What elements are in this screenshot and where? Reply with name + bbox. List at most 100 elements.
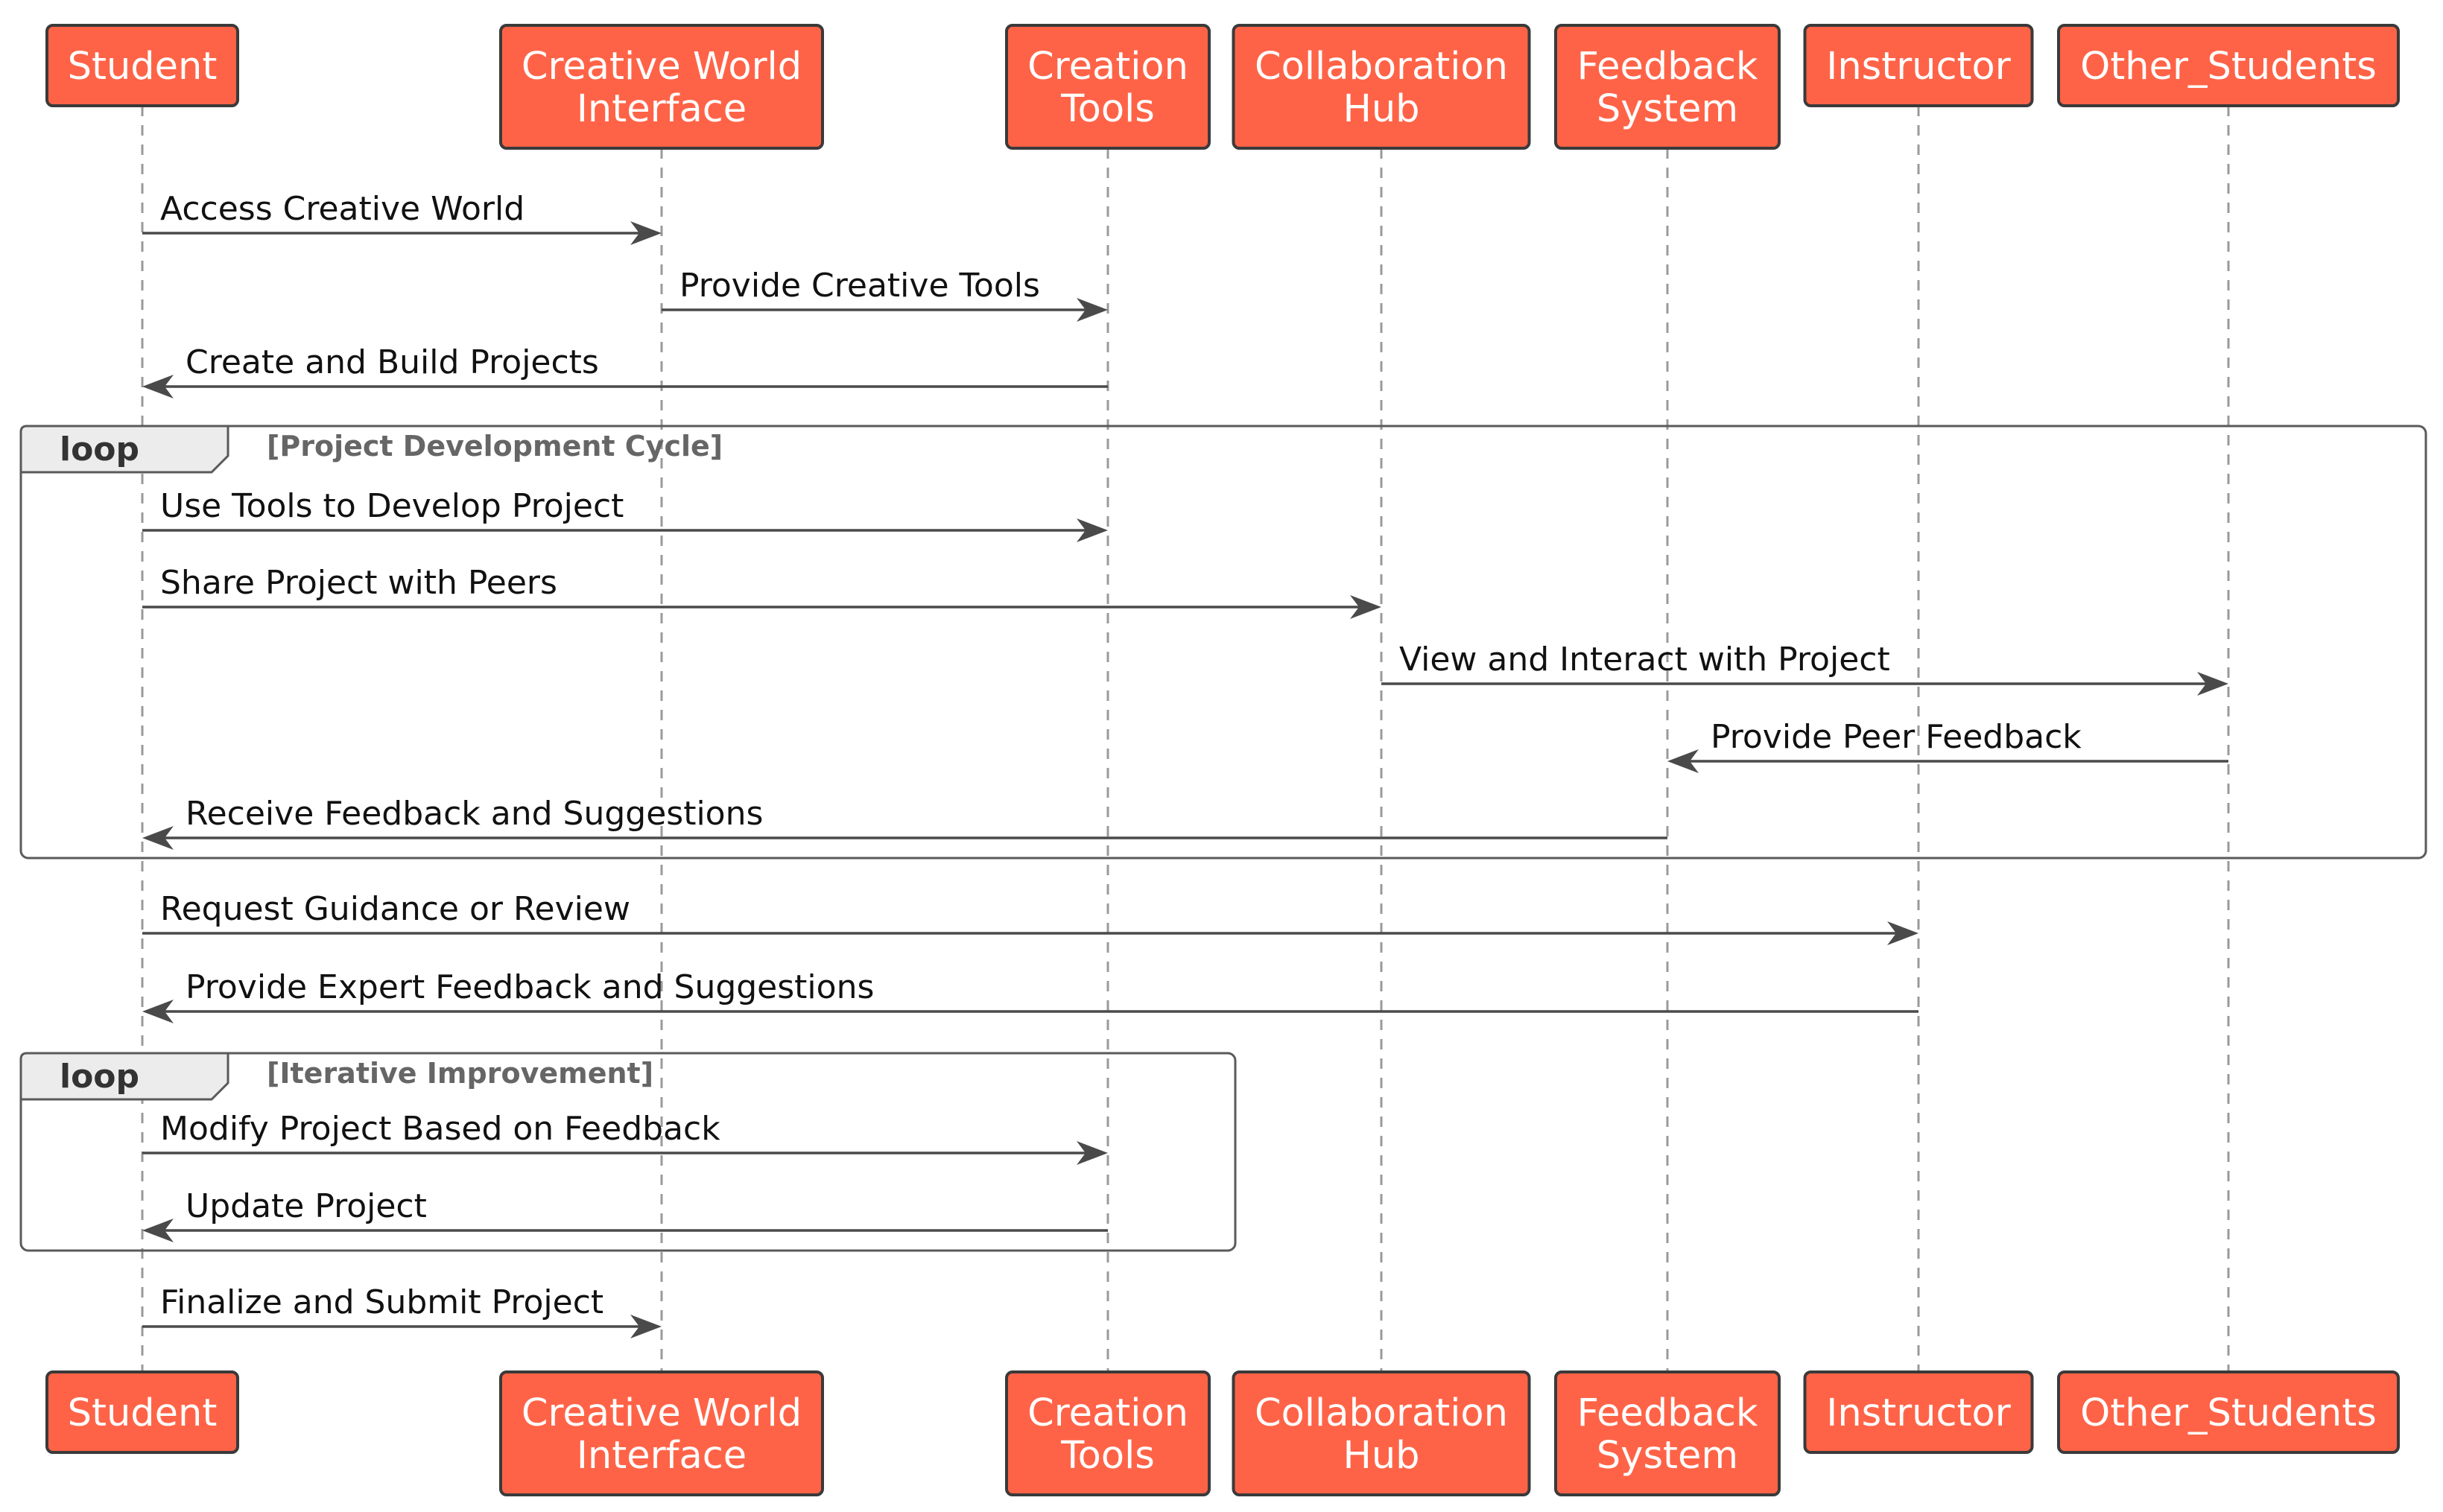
loop-keyword: loop: [60, 431, 139, 468]
participant-label: Interface: [577, 1434, 747, 1478]
participant-label: Hub: [1343, 87, 1419, 131]
loop-tab: [19, 425, 229, 474]
message-arrow: Modify Project Based on Feedback: [142, 1110, 1108, 1165]
lifelines: [141, 106, 2230, 1372]
participant-box: [1232, 24, 1531, 150]
participant-label: Creative World: [522, 1391, 802, 1435]
loop-border: [19, 425, 2427, 860]
participant-label: System: [1597, 1434, 1738, 1478]
participant-label: Student: [68, 45, 218, 89]
loop-frames: loop [Project Development Cycle] loop [Iter…: [19, 425, 2427, 1252]
participant-box: [1803, 24, 2034, 107]
participant-instructor-bottom: Instructor: [1803, 1370, 2034, 1454]
arrowhead: [1077, 518, 1108, 542]
loop-keyword: loop: [60, 1058, 139, 1096]
arrowhead: [1887, 921, 1918, 945]
message-arrow: View and Interact with Project: [1381, 641, 2228, 696]
participant-box: [1554, 1370, 1781, 1496]
participant-label: Collaboration: [1255, 1391, 1508, 1435]
message-arrow: Use Tools to Develop Project: [142, 487, 1108, 542]
arrowhead: [142, 375, 174, 398]
arrowhead: [1350, 595, 1381, 619]
participant-student-top: Student: [45, 24, 239, 107]
message-arrow: Share Project with Peers: [142, 564, 1381, 619]
participant-box: [2057, 24, 2400, 107]
participant-label: Student: [68, 1391, 218, 1435]
participant-other-students-bottom: Other_Students: [2057, 1370, 2400, 1454]
message-label: Provide Creative Tools: [679, 267, 1040, 305]
message-arrow: Finalize and Submit Project: [142, 1283, 662, 1338]
participant-box: [499, 1370, 824, 1496]
loop-guard: [Iterative Improvement]: [267, 1057, 653, 1090]
message-arrow: Create and Build Projects: [142, 343, 1108, 398]
participant-label: Instructor: [1826, 45, 2010, 89]
participant-label: Hub: [1343, 1434, 1419, 1478]
participant-box: [1232, 1370, 1531, 1496]
participant-label: Creative World: [522, 45, 802, 89]
message-label: Provide Peer Feedback: [1711, 718, 2082, 756]
participant-box: [1005, 1370, 1211, 1496]
message-arrow: Request Guidance or Review: [142, 890, 1918, 945]
participant-label: Tools: [1060, 87, 1155, 131]
arrowhead: [142, 1000, 174, 1023]
arrowhead: [142, 826, 174, 850]
participant-instructor-top: Instructor: [1803, 24, 2034, 107]
message-label: Update Project: [186, 1187, 427, 1225]
participant-box: [1554, 24, 1781, 150]
message-label: Receive Feedback and Suggestions: [186, 795, 763, 833]
arrowhead: [630, 221, 662, 245]
message-label: Provide Expert Feedback and Suggestions: [186, 968, 874, 1006]
participant-label: Tools: [1060, 1434, 1155, 1478]
loop-frame: loop [Project Development Cycle]: [19, 425, 2427, 860]
message-arrow: Provide Peer Feedback: [1667, 718, 2228, 773]
message-arrow: Provide Creative Tools: [662, 267, 1108, 322]
message-label: Finalize and Submit Project: [160, 1283, 603, 1321]
arrowhead: [2197, 672, 2228, 696]
message-arrow: Access Creative World: [142, 190, 662, 245]
participant-label: Other_Students: [2080, 45, 2377, 89]
loop-guard: [Project Development Cycle]: [267, 430, 723, 463]
participant-label: Collaboration: [1255, 45, 1508, 89]
participant-box: [45, 1370, 239, 1454]
arrowhead: [1077, 298, 1108, 322]
participant-label: Creation: [1027, 1391, 1188, 1435]
message-label: Create and Build Projects: [186, 343, 599, 381]
participant-box: [499, 24, 824, 150]
loop-border: [19, 1052, 1237, 1252]
loop-frame: loop [Iterative Improvement]: [19, 1052, 1237, 1252]
participant-box: [45, 24, 239, 107]
participant-label: System: [1597, 87, 1738, 131]
participant-box: [1005, 24, 1211, 150]
participant-label: Creation: [1027, 45, 1188, 89]
participant-other-students-top: Other_Students: [2057, 24, 2400, 107]
message-label: Request Guidance or Review: [160, 890, 630, 928]
participant-box: [2057, 1370, 2400, 1454]
arrowhead: [1667, 749, 1699, 773]
participant-label: Feedback: [1577, 45, 1758, 89]
message-label: Modify Project Based on Feedback: [160, 1110, 720, 1148]
message-label: Use Tools to Develop Project: [160, 487, 624, 525]
participant-label: Other_Students: [2080, 1391, 2377, 1435]
message-label: View and Interact with Project: [1399, 641, 1890, 679]
arrowhead: [1077, 1141, 1108, 1165]
arrowhead: [630, 1315, 662, 1338]
participant-student-bottom: Student: [45, 1370, 239, 1454]
message-label: Access Creative World: [160, 190, 525, 228]
arrowhead: [142, 1219, 174, 1242]
participant-label: Feedback: [1577, 1391, 1758, 1435]
message-label: Share Project with Peers: [160, 564, 557, 602]
message-arrow: Update Project: [142, 1187, 1108, 1242]
participant-box: [1803, 1370, 2034, 1454]
message-arrow: Provide Expert Feedback and Suggestions: [142, 968, 1918, 1023]
